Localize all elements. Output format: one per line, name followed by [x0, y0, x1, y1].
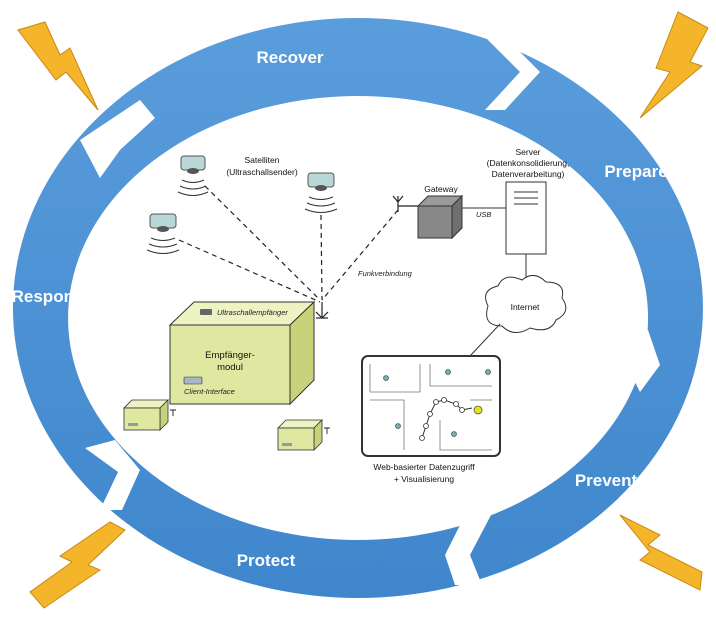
map-visualisation: [361, 355, 501, 457]
ultrasound-receiver-label: Ultraschallempfänger: [217, 308, 288, 317]
ring-separators: [80, 30, 660, 585]
satellites-subtitle: (Ultraschallsender): [226, 167, 297, 177]
phase-prevent: Prevent: [575, 471, 638, 490]
small-receiver-box-right: [277, 419, 330, 451]
satellite-3: [146, 213, 180, 254]
internet-label: Internet: [511, 302, 540, 312]
small-receiver-box-left: [123, 399, 176, 431]
satellite-1: [177, 155, 209, 196]
separator-recover-prepare: [478, 30, 540, 110]
lightning-icons: [17, 11, 709, 609]
phase-prepare: Prepare: [604, 162, 667, 181]
separator-protect-respond: [85, 440, 140, 510]
internet-map-link: [469, 323, 501, 357]
separator-prevent-protect: [445, 498, 500, 585]
radio-link-label: Funkverbindung: [358, 269, 413, 278]
server-title: Server: [515, 147, 540, 157]
server-line-1: (Datenkonsolidierung,: [487, 158, 570, 168]
usb-label: USB: [476, 210, 491, 219]
lifecycle-ring: [12, 18, 703, 599]
client-interface-label: Client-Interface: [184, 387, 235, 396]
lightning-top-right-icon: [639, 11, 709, 119]
lightning-bottom-right-icon: [619, 514, 703, 591]
receiver-module-line-1: Empfänger-: [205, 350, 255, 361]
web-access-line-2: + Visualisierung: [394, 474, 454, 484]
internet-cloud-icon: [485, 275, 567, 333]
satellites-title: Satelliten: [245, 155, 280, 165]
web-access-line-1: Web-basierter Datenzugriff: [373, 462, 475, 472]
server-line-2: Datenverarbeitung): [492, 169, 565, 179]
gateway-antenna-icon: [392, 195, 418, 212]
separator-respond-recover: [80, 100, 155, 178]
server-tower: [505, 181, 547, 255]
phase-protect: Protect: [237, 551, 296, 570]
phase-respond: Respond: [12, 287, 85, 306]
radio-links: [178, 185, 399, 303]
lightning-top-left-icon: [17, 21, 99, 111]
satellite-2: [304, 172, 338, 213]
gateway-box: [416, 194, 464, 240]
separator-prepare-prevent: [615, 310, 660, 392]
lightning-bottom-left-icon: [29, 521, 126, 609]
gateway-label: Gateway: [424, 184, 458, 194]
phase-recover: Recover: [256, 48, 323, 67]
receiver-antenna-icon: [315, 302, 329, 319]
receiver-module-line-2: modul: [217, 362, 243, 373]
receiver-module-box: [168, 300, 316, 406]
